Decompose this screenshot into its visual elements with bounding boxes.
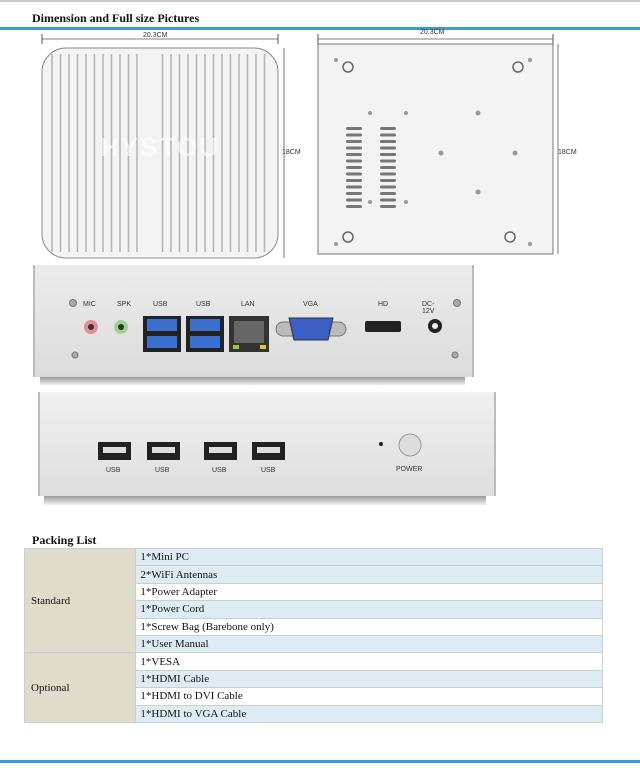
packing-item: 1*VESA [135,652,603,671]
table-row: 1*Power Adapter [25,582,603,602]
vent-slot [346,140,362,143]
vent-slot [346,192,362,195]
port-label: USB [153,301,168,308]
packing-item: 1*User Manual [135,634,603,654]
vent-slot [380,159,396,163]
vent-slot [380,192,396,195]
vent-slot [346,205,362,208]
usb-label: USB [106,467,121,474]
section-title-dimensions: Dimension and Full size Pictures [32,11,200,25]
top-rule [0,0,640,2]
vent-slot [346,159,362,163]
group-name: Optional [23,652,137,723]
usb-label: USB [155,467,170,474]
bottom-accent-rule [0,760,640,763]
port-label: DC-12V [422,301,435,315]
port-label: SPK [117,301,132,308]
top-width-label: 20.3CM [143,32,168,39]
packing-list-title: Packing List [32,533,97,547]
vent-slot [380,198,396,202]
power-label: POWER [396,466,423,473]
vent-slot [380,185,396,189]
vent-slot [346,185,362,189]
vent-slot [380,153,396,156]
vent-slot [380,172,396,176]
bottom-view-drawing [317,34,559,255]
packing-item: 1*HDMI to VGA Cable [135,704,603,723]
vent-slot [380,127,396,130]
packing-item: 1*Power Cord [135,600,603,619]
usb-label: USB [261,467,276,474]
port-label: VGA [303,301,318,308]
back-ports [69,299,461,359]
vent-slot [380,146,396,150]
vent-slot [346,172,362,176]
vent-slot [346,146,362,150]
port-label: USB [196,301,211,308]
packing-item: 1*Screw Bag (Barebone only) [135,617,603,636]
packing-item: 1*HDMI Cable [135,669,603,689]
front-ports [98,433,422,460]
bottom-width-label: 20.3CM [420,29,445,36]
table-row: 1*HDMI to DVI Cable [25,687,603,706]
table-row: 1*HDMI to VGA Cable [25,704,603,723]
vent-slot [380,179,396,182]
vent-slot [380,205,396,208]
packing-item: 1*HDMI to DVI Cable [135,687,603,706]
port-label: HD [378,301,389,308]
front-panel-shadow [44,496,486,505]
packing-item: 1*Power Adapter [135,582,603,602]
accent-rule [0,27,640,30]
table-row: 1*Screw Bag (Barebone only) [25,617,603,636]
vent-slot [346,133,362,137]
bottom-height-label: 18CM [558,149,577,156]
back-panel-shadow [40,377,465,385]
vent-slot [380,140,396,143]
vent-slot [346,127,362,130]
packing-item: 2*WiFi Antennas [135,565,603,584]
packing-item: 1*Mini PC [135,547,603,567]
vent-slot [346,166,362,169]
usb-label: USB [212,467,227,474]
vent-slot [380,166,396,169]
group-name: Standard [23,547,137,654]
watermark: HYSTOU [100,132,220,162]
vent-slot [346,153,362,156]
top-height-label: 18CM [282,149,301,156]
vent-slot [346,198,362,202]
vent-slot [380,133,396,137]
top-view-drawing [41,34,285,259]
port-label: LAN [241,301,255,308]
vent-slot [346,179,362,182]
port-label: MIC [83,301,96,308]
